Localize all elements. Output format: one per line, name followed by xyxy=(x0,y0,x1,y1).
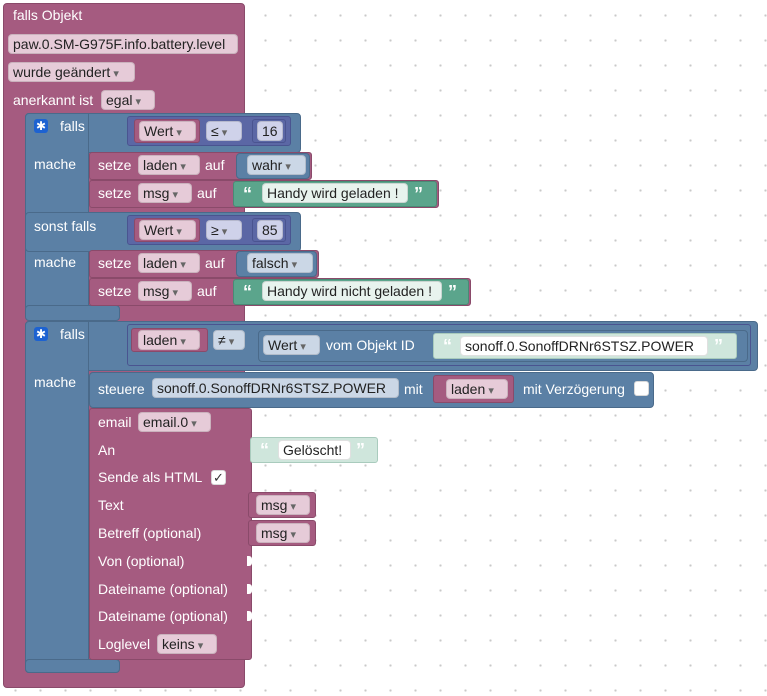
gear-icon[interactable]: ✱ xyxy=(34,119,48,133)
text-field-1[interactable]: Handy wird geladen ! xyxy=(262,183,408,203)
bool-dropdown-2[interactable]: falsch xyxy=(247,253,313,273)
set-var-dropdown-3[interactable]: laden xyxy=(138,253,200,273)
control-object-field[interactable]: sonoff.0.SonoffDRNr6STSZ.POWER xyxy=(152,378,399,398)
subject-var-dropdown[interactable]: msg xyxy=(256,523,310,543)
from-label: Von (optional) xyxy=(98,553,185,569)
from-input-notch[interactable] xyxy=(247,556,252,566)
send-html-label: Sende als HTML xyxy=(98,469,203,485)
do-label-2: mache xyxy=(34,254,77,270)
text-var-dropdown[interactable]: msg xyxy=(256,495,310,515)
text-label: Text xyxy=(98,497,124,513)
to-label-1: auf xyxy=(205,157,225,173)
delay-label: mit Verzögerung xyxy=(523,381,625,397)
bool-dropdown-1[interactable]: wahr xyxy=(247,155,306,175)
quote-open-icon: “ xyxy=(243,184,252,204)
do-label-3: mache xyxy=(34,374,77,390)
loglevel-dropdown[interactable]: keins xyxy=(157,634,217,654)
operator-dropdown-2[interactable]: ≥ xyxy=(206,220,242,240)
set-label-3: setze xyxy=(98,255,132,271)
subject-label: Betreff (optional) xyxy=(98,525,202,541)
email-block[interactable] xyxy=(89,408,252,660)
email-label: email xyxy=(98,414,132,430)
if-label: falls xyxy=(60,118,85,134)
quote-close-icon: ” xyxy=(714,336,723,356)
filename-label-2: Dateiname (optional) xyxy=(98,608,228,624)
send-html-checkbox[interactable]: ✓ xyxy=(211,470,226,485)
operator-dropdown-3[interactable]: ≠ xyxy=(213,330,245,350)
delay-checkbox[interactable] xyxy=(634,381,649,396)
object-id-field[interactable]: paw.0.SM-G975F.info.battery.level xyxy=(8,34,238,54)
do-label-1: mache xyxy=(34,156,77,172)
quote-open-icon: “ xyxy=(260,440,269,460)
control-label: steuere xyxy=(98,381,145,397)
control-value-dropdown[interactable]: laden xyxy=(446,379,508,399)
if-block-2-foot xyxy=(25,659,120,673)
change-dropdown[interactable]: wurde geändert xyxy=(8,62,135,82)
gear-icon[interactable]: ✱ xyxy=(34,327,48,341)
ack-dropdown[interactable]: egal xyxy=(101,90,155,110)
number-field-2[interactable]: 85 xyxy=(257,220,283,240)
operator-dropdown-1[interactable]: ≤ xyxy=(206,121,242,141)
loglevel-label: Loglevel xyxy=(98,636,151,652)
filename-input-notch-1[interactable] xyxy=(247,584,252,594)
laden-var-dropdown[interactable]: laden xyxy=(138,330,200,350)
quote-open-icon: “ xyxy=(243,282,252,302)
to-label-2: auf xyxy=(197,185,217,201)
recipient-text-field[interactable]: Gelöscht! xyxy=(278,440,351,460)
if-label-2: falls xyxy=(60,326,85,342)
else-if-label: sonst falls xyxy=(34,218,97,234)
ack-label: anerkannt ist xyxy=(13,92,94,108)
quote-close-icon: ” xyxy=(448,282,457,302)
set-label-4: setze xyxy=(98,283,132,299)
set-var-dropdown-1[interactable]: laden xyxy=(138,155,200,175)
from-object-label: vom Objekt ID xyxy=(326,337,415,353)
if-block-2-spine xyxy=(25,321,89,673)
value-dropdown-2[interactable]: Wert xyxy=(139,220,196,240)
quote-close-icon: ” xyxy=(356,440,365,460)
filename-input-notch-2[interactable] xyxy=(247,611,252,621)
to-recipient-label: An xyxy=(98,442,116,458)
with-label: mit xyxy=(404,381,423,397)
if-block-1-foot xyxy=(25,305,120,321)
text-field-2[interactable]: Handy wird nicht geladen ! xyxy=(262,281,442,301)
set-label-2: setze xyxy=(98,185,132,201)
quote-open-icon: “ xyxy=(443,336,452,356)
set-var-dropdown-4[interactable]: msg xyxy=(138,281,192,301)
to-label-3: auf xyxy=(205,255,225,271)
wert-dropdown[interactable]: Wert xyxy=(263,335,320,355)
set-var-dropdown-2[interactable]: msg xyxy=(138,183,192,203)
filename-label-1: Dateiname (optional) xyxy=(98,581,228,597)
value-dropdown-1[interactable]: Wert xyxy=(139,121,196,141)
set-label-1: setze xyxy=(98,157,132,173)
trigger-title: falls Objekt xyxy=(13,7,83,23)
email-instance-dropdown[interactable]: email.0 xyxy=(138,412,211,432)
object-text-field[interactable]: sonoff.0.SonoffDRNr6STSZ.POWER xyxy=(460,336,708,356)
to-label-4: auf xyxy=(197,283,217,299)
number-field-1[interactable]: 16 xyxy=(257,121,283,141)
quote-close-icon: ” xyxy=(414,184,423,204)
